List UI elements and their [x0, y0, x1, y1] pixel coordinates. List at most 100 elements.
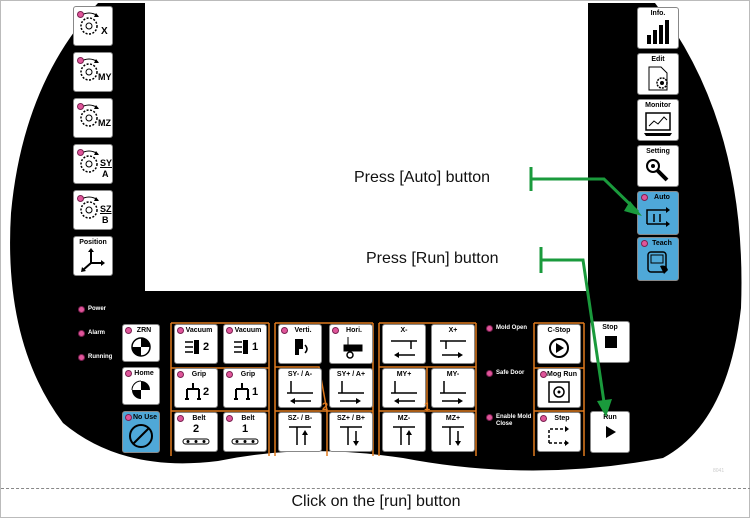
sy-plus-button[interactable]: SY+ / A+: [329, 368, 373, 408]
sz-led: [77, 195, 84, 202]
conveyor-icon: [231, 438, 259, 445]
monitor-label: Monitor: [645, 102, 671, 109]
verti-label: Verti.: [294, 327, 312, 334]
model-code: 8041: [713, 468, 725, 474]
enable-mold-close-label: Enable Mold Close: [496, 414, 532, 427]
teach-button[interactable]: Teach: [637, 237, 679, 281]
monitor-button[interactable]: Monitor: [637, 99, 679, 141]
axis-arrow-right-icon: [440, 381, 466, 404]
axis-arrow-down-icon: [442, 426, 464, 446]
jog-x-label: X: [101, 26, 108, 37]
x-minus-label: X-: [400, 327, 408, 334]
teach-pendant-icon: [647, 251, 668, 274]
x-plus-label: X+: [448, 327, 458, 334]
run-callout-text: Press [Run] button: [366, 250, 499, 267]
sy-minus-label: SY- / A-: [287, 371, 313, 378]
grip-2-led: [177, 371, 184, 378]
mog-run-icon: [548, 381, 570, 403]
axis-arrow-left-icon: [391, 381, 417, 404]
x-led: [77, 11, 84, 18]
safe-door-led: [486, 370, 493, 377]
jog-sy-a-button[interactable]: SY A: [73, 144, 113, 184]
stop-label: Stop: [602, 324, 618, 331]
sz-minus-button[interactable]: SZ- / B-: [278, 412, 322, 452]
jog-my-label: MY: [98, 72, 112, 82]
step-label: Step: [554, 415, 570, 422]
belt-1-number: 1: [241, 423, 249, 435]
mz-minus-button[interactable]: MZ-: [382, 412, 426, 452]
my-plus-label: MY+: [396, 371, 412, 378]
home-led: [125, 370, 132, 377]
step-led: [540, 415, 547, 422]
jog-sy-label: SY: [100, 158, 113, 168]
grip-2-number: 2: [202, 386, 210, 398]
edit-button[interactable]: Edit: [637, 53, 679, 95]
sz-minus-label: SZ- / B-: [287, 415, 313, 422]
axes-icon: [81, 248, 105, 272]
stop-square-icon: [605, 336, 617, 348]
axis-arrow-down-icon: [340, 426, 362, 446]
grip-1-label: Grip: [240, 371, 256, 378]
info-button[interactable]: Info.: [637, 7, 679, 49]
verti-button[interactable]: Verti.: [278, 324, 322, 364]
no-use-led: [125, 414, 132, 421]
hori-led: [332, 327, 339, 334]
run-button[interactable]: Run: [590, 411, 630, 453]
vacuum-icon: [233, 340, 248, 354]
auto-cycle-icon: [646, 207, 670, 227]
mz-led: [77, 103, 84, 110]
c-stop-label: C-Stop: [547, 327, 571, 334]
monitor-icon: [644, 112, 672, 136]
jog-a-label: A: [102, 169, 109, 179]
verti-led: [281, 327, 288, 334]
teach-label: Teach: [652, 240, 672, 247]
run-label: Run: [603, 414, 617, 421]
grip-1-button[interactable]: Grip 1: [223, 368, 267, 408]
group-2-label: 2: [322, 401, 329, 413]
belt-2-led: [177, 415, 184, 422]
play-icon: [606, 426, 616, 438]
setting-button[interactable]: Setting: [637, 145, 679, 187]
edit-gear-icon: [648, 66, 668, 91]
rotate-dial-icon: [79, 12, 99, 35]
vacuum-2-label: Vacuum: [185, 327, 213, 334]
position-button[interactable]: Position: [73, 236, 113, 276]
edit-label: Edit: [651, 56, 665, 63]
home-button[interactable]: Home: [122, 367, 160, 405]
auto-button[interactable]: Auto: [637, 191, 679, 235]
gripper-icon: [233, 383, 250, 400]
vacuum-2-button[interactable]: Vacuum 2: [174, 324, 218, 364]
setting-label: Setting: [646, 148, 670, 155]
mz-plus-button[interactable]: MZ+: [431, 412, 475, 452]
auto-label: Auto: [654, 194, 670, 201]
vacuum-2-number: 2: [202, 341, 210, 353]
gripper-icon: [184, 383, 201, 400]
x-plus-button[interactable]: X+: [431, 324, 475, 364]
instruction-bar: Click on the [run] button: [1, 488, 750, 518]
my-plus-button[interactable]: MY+: [382, 368, 426, 408]
vacuum-1-number: 1: [251, 341, 259, 353]
sz-plus-button[interactable]: SZ+ / B+: [329, 412, 373, 452]
position-label: Position: [79, 239, 107, 246]
sy-led: [77, 149, 84, 156]
sy-plus-label: SY+ / A+: [336, 371, 366, 378]
conveyor-icon: [182, 438, 210, 445]
sy-minus-button[interactable]: SY- / A-: [278, 368, 322, 408]
no-use-label: No Use: [132, 414, 158, 421]
stop-button[interactable]: Stop: [590, 321, 630, 363]
home-label: Home: [134, 370, 154, 377]
x-minus-button[interactable]: X-: [382, 324, 426, 364]
safe-door-label: Safe Door: [496, 370, 525, 376]
my-minus-button[interactable]: MY-: [431, 368, 475, 408]
jog-b-label: B: [102, 215, 109, 225]
c-stop-button[interactable]: C-Stop: [537, 324, 581, 364]
axis-arrow-left-icon: [287, 381, 313, 404]
wrench-icon: [646, 159, 669, 182]
power-label: Power: [88, 306, 107, 312]
belt-2-number: 2: [192, 423, 200, 435]
zrn-button[interactable]: ZRN: [122, 324, 160, 362]
zrn-label: ZRN: [136, 327, 152, 334]
vacuum-1-label: Vacuum: [234, 327, 262, 334]
